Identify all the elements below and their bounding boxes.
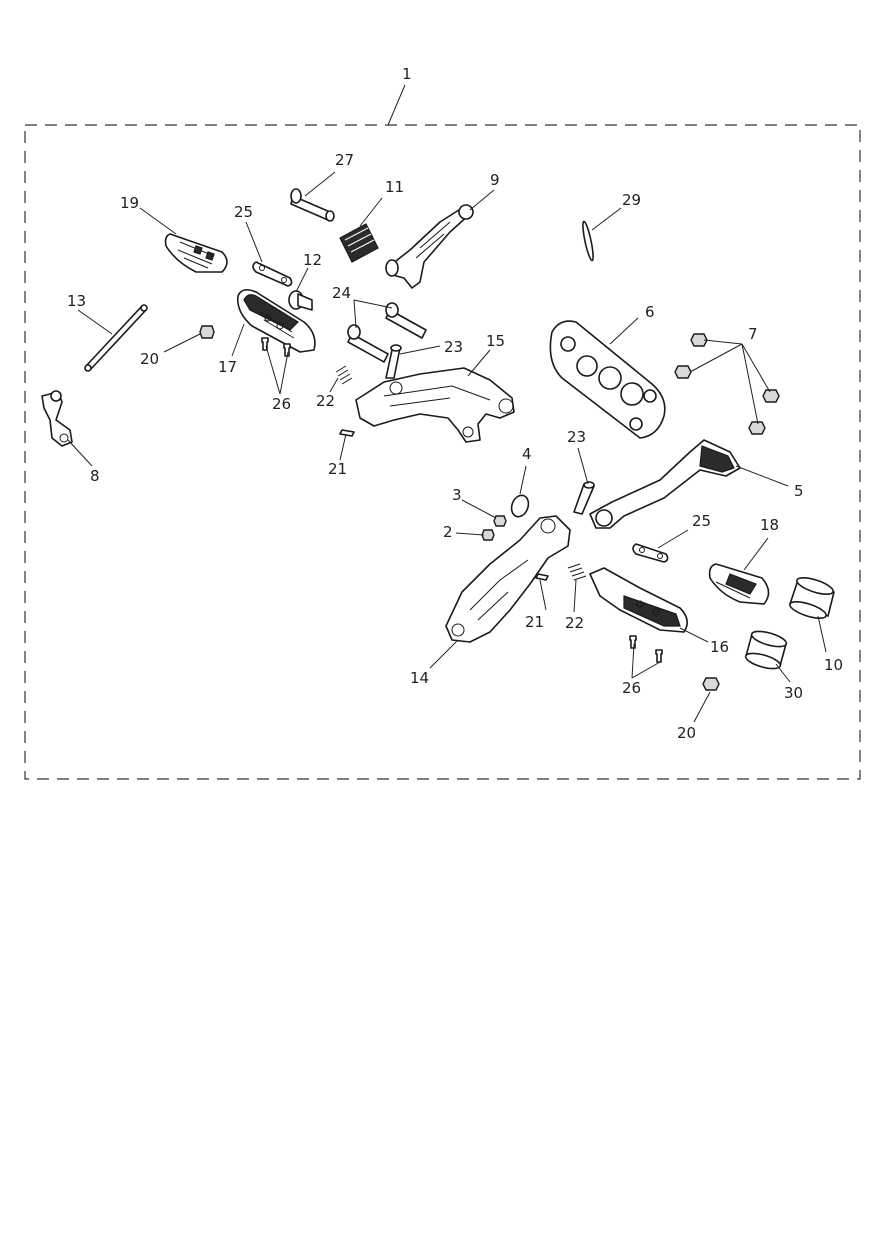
- label-10: 10: [824, 656, 843, 674]
- label-25: 25: [234, 203, 253, 221]
- part-8-rod-end: [41, 390, 73, 447]
- part-23-pin-right: [573, 481, 595, 515]
- label-11: 11: [385, 178, 404, 196]
- kit-boundary-frame: [24, 124, 861, 780]
- label-18: 18: [760, 516, 779, 534]
- part-22-spring-right: [567, 563, 587, 581]
- label-23: 23: [444, 338, 463, 356]
- part-29-o-ring: [582, 220, 594, 262]
- label-13: 13: [67, 292, 86, 310]
- part-20-bolt: [199, 325, 215, 339]
- part-14-hanger-bracket: [445, 515, 571, 643]
- label-16: 16: [710, 638, 729, 656]
- part-labels: 1 27 11 9 29 19 25 12 24 13 6 7 23 15 20…: [67, 65, 843, 742]
- label-3: 3: [452, 486, 462, 504]
- leader-lines: [67, 84, 827, 723]
- label-15: 15: [486, 332, 505, 350]
- part-21-clip-right: [535, 573, 549, 581]
- label-27: 27: [335, 151, 354, 169]
- label-26: 26: [272, 395, 291, 413]
- label-20-right: 20: [677, 724, 696, 742]
- part-16-footpeg: [589, 567, 688, 633]
- part-4-washer: [510, 494, 530, 518]
- label-12: 12: [303, 251, 322, 269]
- label-21: 21: [328, 460, 347, 478]
- part-7-bolts: [674, 333, 780, 435]
- part-9-linkage-arm: [385, 204, 474, 289]
- part-22-spring: [335, 365, 353, 385]
- part-19-footpeg-rubber: [164, 233, 228, 273]
- label-17: 17: [218, 358, 237, 376]
- part-25-spacer-plate-right: [632, 543, 669, 563]
- label-9: 9: [490, 171, 500, 189]
- label-24: 24: [332, 284, 351, 302]
- part-11-rubber-boot: [339, 223, 379, 263]
- label-29: 29: [622, 191, 641, 209]
- part-30-sleeve: [744, 630, 788, 670]
- label-4: 4: [522, 445, 532, 463]
- part-3-bolt: [493, 515, 507, 527]
- label-23-right: 23: [567, 428, 586, 446]
- part-6-heel-guard: [549, 320, 666, 439]
- label-8: 8: [90, 467, 100, 485]
- label-20: 20: [140, 350, 159, 368]
- part-18-footpeg-rubber: [708, 563, 770, 605]
- part-13-shift-rod: [84, 304, 148, 372]
- label-26-right: 26: [622, 679, 641, 697]
- part-23-pin: [385, 344, 402, 379]
- part-5-brake-lever: [589, 439, 741, 529]
- label-5: 5: [794, 482, 804, 500]
- part-17-footpeg: [236, 288, 316, 353]
- label-7: 7: [748, 325, 758, 343]
- label-21-right: 21: [525, 613, 544, 631]
- part-24-bolts: [347, 302, 427, 363]
- part-27-pivot-pin: [290, 188, 335, 222]
- part-21-clip: [339, 429, 355, 437]
- part-25-spacer-plate: [252, 261, 293, 287]
- part-10-sleeve: [789, 577, 835, 619]
- part-12-pivot-bushing: [288, 290, 313, 311]
- label-22-right: 22: [565, 614, 584, 632]
- label-2: 2: [443, 523, 453, 541]
- part-26-screws-right: [629, 635, 663, 663]
- label-6: 6: [645, 303, 655, 321]
- label-22: 22: [316, 392, 335, 410]
- label-1: 1: [402, 65, 412, 83]
- label-19: 19: [120, 194, 139, 212]
- label-25-right: 25: [692, 512, 711, 530]
- part-15-hanger-bracket: [355, 367, 515, 443]
- part-20-bolt-right: [702, 677, 720, 691]
- label-30: 30: [784, 684, 803, 702]
- label-14: 14: [410, 669, 429, 687]
